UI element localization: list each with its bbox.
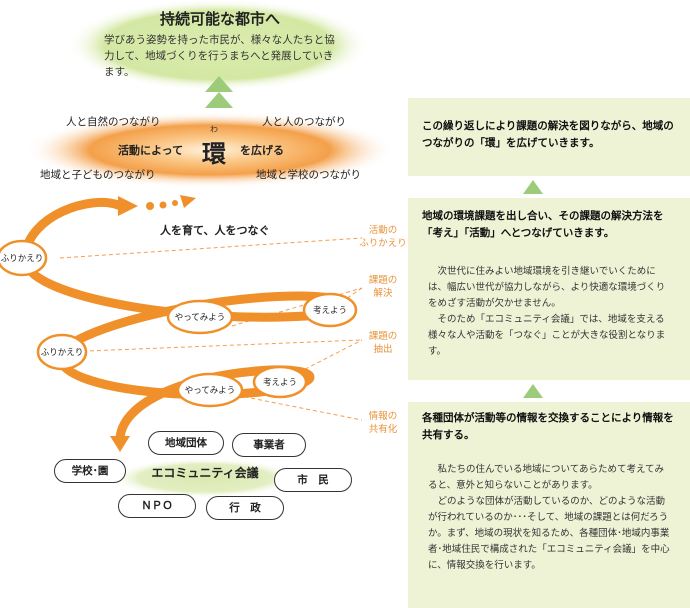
panel-bottom-title: 各種団体が活動等の情報を交換することにより情報を共有する。 <box>422 412 674 441</box>
connection-people: 人と人のつながり <box>262 116 346 128</box>
node-yattemiyou-bottom-label: やってみよう <box>184 386 236 396</box>
node-kangaeyou-top-label: 考えよう <box>312 306 347 316</box>
node-kangaeyou-top <box>302 292 358 328</box>
step-issue-extraction-line1: 課題の <box>368 331 398 342</box>
ring-glow <box>25 112 395 188</box>
node-furikaeri-top <box>0 239 48 277</box>
ring-big-char: 環 <box>202 140 226 168</box>
panel-arrow-lower <box>523 384 543 398</box>
node-furikaeri-mid <box>36 333 88 371</box>
spiral-dots <box>146 200 178 210</box>
step-activity-review-line1: 活動の <box>368 225 398 236</box>
step-info-sharing-line1: 情報の <box>368 411 398 422</box>
spiral-arrow-bottom <box>110 436 130 452</box>
panel-bottom-body: 私たちの住んでいる地域についてあらためて考えてみると、意外と知らないことがありま… <box>408 444 690 574</box>
node-yattemiyou-bottom <box>176 372 244 408</box>
actor-shimin: 市 民 <box>274 468 352 492</box>
step-issue-extraction-line2: 抽出 <box>373 344 393 355</box>
spiral-dot-arrow <box>180 195 196 208</box>
step-issue-extraction: 課題の 抽出 <box>358 330 408 356</box>
goal-glow <box>66 0 370 91</box>
connection-nature: 人と自然のつながり <box>66 116 161 128</box>
panel-middle: 地域の環境課題を出し合い、その課題の解決方法を「考え」「活動」へとつなげていきま… <box>408 198 690 380</box>
panel-bottom-paragraph-2: どのような団体が活動しているのか、どのような活動が行われているのか･･･そして、… <box>428 496 670 571</box>
goal-title: 持続可能な都市へ <box>159 10 280 28</box>
step-activity-review: 活動の ふりかえり <box>358 224 408 250</box>
node-furikaeri-mid-label: ふりかえり <box>40 348 84 358</box>
spiral-arrow-top <box>118 196 138 216</box>
panel-middle-paragraph-2: そのため「エコミュニティ会議」では、地域を支える様々な人や活動を「つなぐ」ことが… <box>428 314 666 357</box>
step-issue-solution-line2: 解決 <box>373 288 393 299</box>
actor-chiiki-dantai: 地域団体 <box>148 431 224 455</box>
goal-arrow-lower <box>205 92 233 108</box>
panel-top: この繰り返しにより課題の解決を図りながら、地域のつながりの「環」を広げていきます… <box>408 98 690 176</box>
actor-jigyousha: 事業者 <box>232 433 306 457</box>
goal-description: 学びあう姿勢を持った市民が、様々な人たちと協力して、地域づくりを行うまちへと発展… <box>104 34 335 78</box>
step-info-sharing-line2: 共有化 <box>368 424 398 435</box>
panel-arrow-upper <box>523 180 543 194</box>
node-kangaeyou-bottom-label: 考えよう <box>262 378 297 388</box>
node-yattemiyou-top-label: やってみよう <box>174 313 226 323</box>
spiral-nodes <box>0 239 358 408</box>
panel-middle-body: 次世代に住みよい地域環境を引き継いでいくためには、幅広い世代が協力しながら、より… <box>408 242 690 360</box>
panel-bottom-paragraph-1: 私たちの住んでいる地域についてあらためて考えてみると、意外と知らないことがありま… <box>428 464 664 491</box>
step-info-sharing: 情報の 共有化 <box>358 410 408 436</box>
actor-gyousei: 行 政 <box>206 496 284 520</box>
node-furikaeri-top-label: ふりかえり <box>0 254 44 264</box>
ring-label-right: を広げる <box>240 144 284 157</box>
connection-school: 地域と学校のつながり <box>256 169 361 181</box>
ring-label-left: 活動によって <box>118 144 184 157</box>
panel-bottom: 各種団体が活動等の情報を交換することにより情報を共有する。 私たちの住んでいる地… <box>408 402 690 608</box>
node-kangaeyou-bottom <box>252 365 308 399</box>
panel-middle-title: 地域の環境課題を出し合い、その課題の解決方法を「考え」「活動」へとつなげていきま… <box>422 210 664 239</box>
spiral-caption: 人を育て、人をつなぐ <box>160 224 270 237</box>
panel-top-title: この繰り返しにより課題の解決を図りながら、地域のつながりの「環」を広げていきます… <box>422 120 674 149</box>
actor-council: エコミュニティ会議 <box>151 466 259 480</box>
node-yattemiyou-top <box>166 299 234 335</box>
actor-npo: ＮＰＯ <box>118 494 196 518</box>
step-issue-solution-line1: 課題の <box>368 275 398 286</box>
goal-arrow-upper <box>205 76 233 92</box>
base-glow <box>110 458 300 498</box>
actor-gakkou: 学校･園 <box>54 459 126 483</box>
step-issue-solution: 課題の 解決 <box>358 274 408 300</box>
panel-middle-paragraph-1: 次世代に住みよい地域環境を引き継いでいくためには、幅広い世代が協力しながら、より… <box>428 266 666 309</box>
ring-ruby: わ <box>210 125 218 134</box>
connection-children: 地域と子どものつながり <box>40 169 156 181</box>
step-activity-review-line2: ふりかえり <box>359 238 407 249</box>
